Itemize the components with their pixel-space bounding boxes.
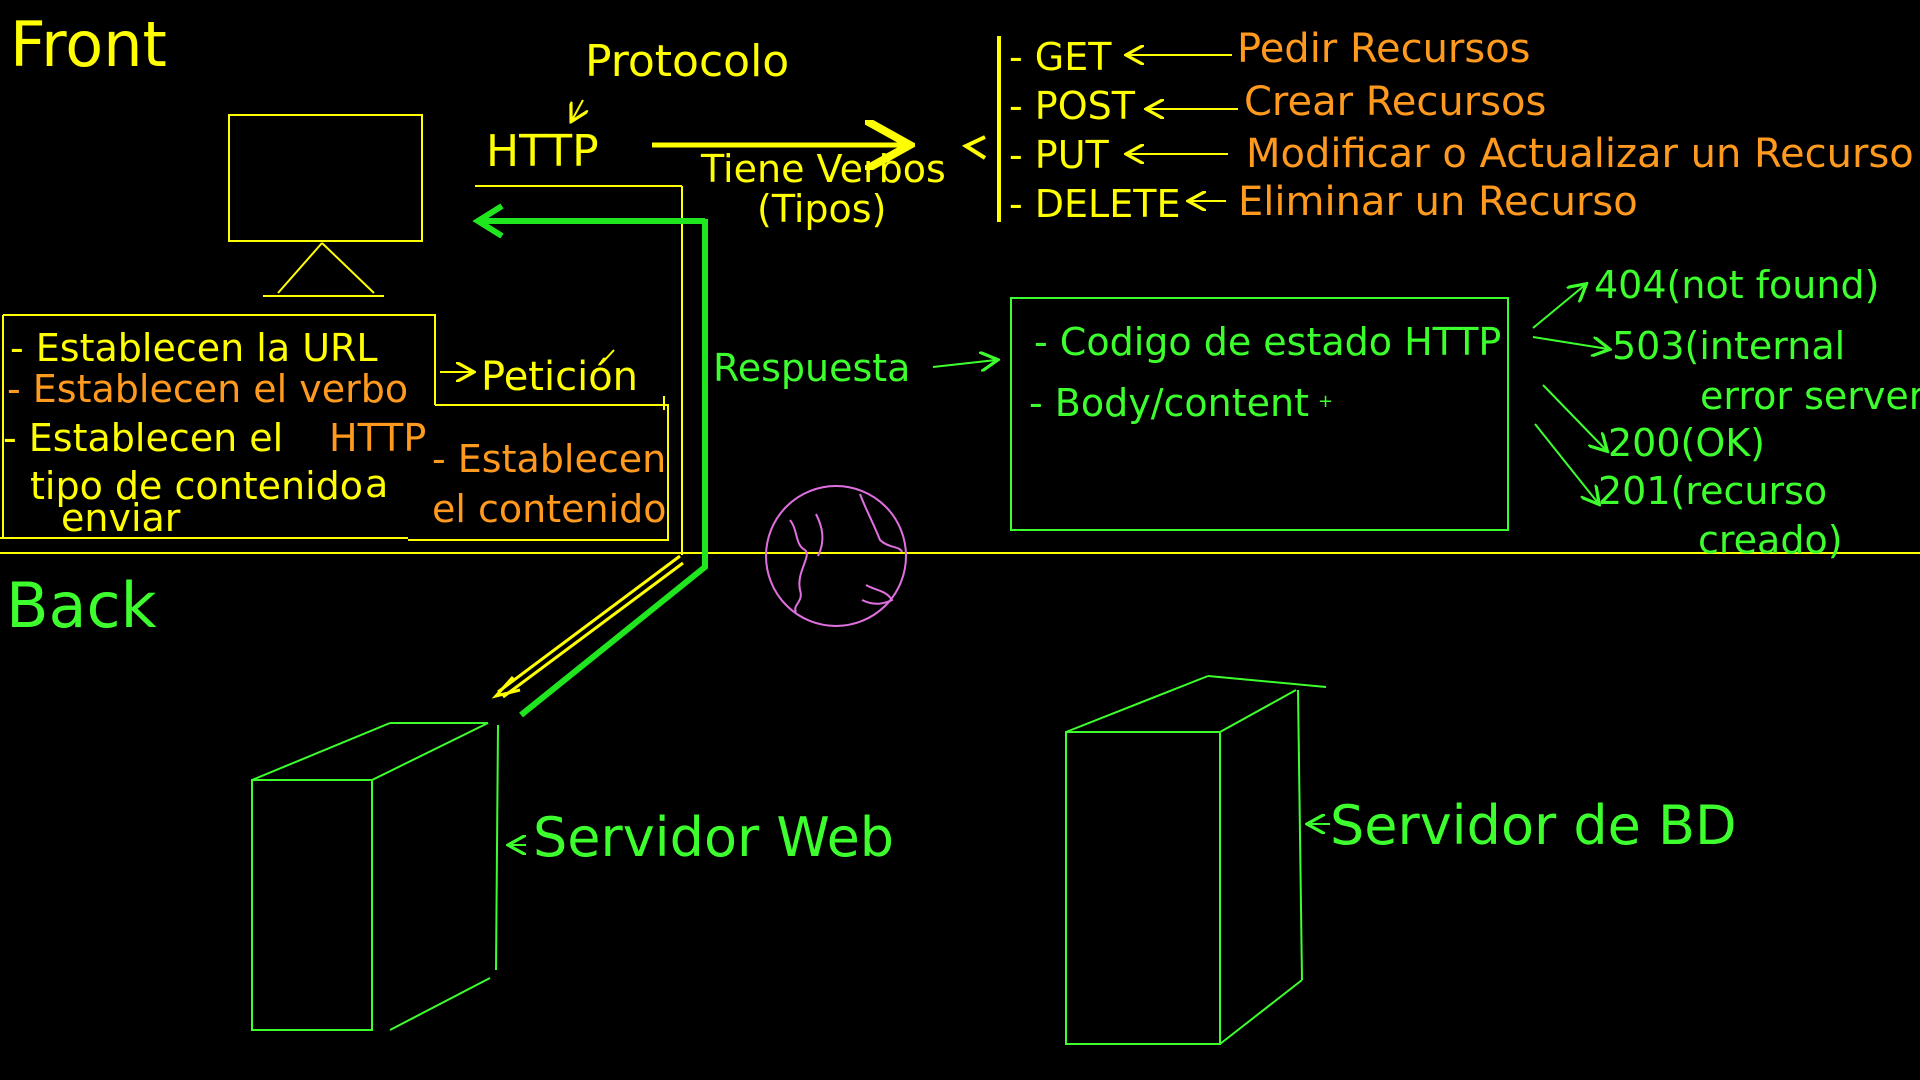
status-503-line1: 503(internal — [1612, 324, 1846, 368]
db-server-label: Servidor de BD — [1330, 794, 1737, 857]
request-line-verb: - Establecen el verbo — [7, 367, 409, 411]
response-plus: + — [1318, 391, 1334, 412]
response-body-line: - Body/content — [1029, 381, 1310, 425]
verb-put-meaning: Modificar o Actualizar un Recurso — [1246, 131, 1914, 177]
verb-arrows — [1128, 55, 1238, 201]
verb-post-meaning: Crear Recursos — [1244, 79, 1547, 125]
peticion-label: Petición — [481, 354, 639, 400]
request-arrow-to-server — [491, 554, 684, 699]
status-404: 404(not found) — [1594, 263, 1880, 307]
request-line-type-a: a — [365, 462, 389, 506]
http-underline — [475, 185, 683, 555]
web-server-label: Servidor Web — [533, 806, 895, 869]
request-content-2: el contenido — [432, 487, 667, 531]
status-503-line2: error server) — [1700, 374, 1920, 418]
verb-delete: - DELETE — [1009, 182, 1181, 226]
response-status-line: - Codigo de estado HTTP — [1034, 320, 1502, 364]
response-path — [472, 203, 708, 718]
verb-get-meaning: Pedir Recursos — [1237, 26, 1531, 72]
request-line-type-2: tipo de contenido — [30, 464, 364, 508]
front-section-title: Front — [10, 8, 167, 81]
verb-get: - GET — [1009, 35, 1112, 79]
request-line-url: - Establecen la URL — [10, 326, 378, 370]
verbs-label-line1: Tiene Verbos — [701, 147, 946, 191]
verb-put: - PUT — [1009, 133, 1109, 177]
request-line-type-1: - Establecen el — [3, 416, 284, 460]
monitor-icon — [228, 114, 423, 297]
protocol-label: Protocolo — [585, 36, 790, 87]
request-line-type-http: HTTP — [329, 416, 427, 460]
request-content-1: - Establecen — [432, 437, 667, 481]
respuesta-arrow — [932, 360, 996, 367]
verb-post: - POST — [1009, 84, 1135, 128]
request-line-type-3: enviar — [61, 496, 181, 540]
globe-icon — [765, 485, 907, 627]
status-arrows — [1532, 285, 1608, 503]
verbs-label-line2: (Tipos) — [757, 187, 887, 231]
respuesta-label: Respuesta — [713, 346, 911, 390]
http-label: HTTP — [486, 126, 599, 177]
request-boxes — [0, 314, 669, 541]
web-server-icon — [251, 722, 499, 1031]
status-201-line1: 201(recurso — [1598, 469, 1828, 513]
db-server-icon — [1065, 675, 1327, 1045]
status-200: 200(OK) — [1608, 421, 1766, 465]
verb-delete-meaning: Eliminar un Recurso — [1238, 179, 1638, 225]
verbs-bracket-arrow — [961, 135, 987, 160]
protocolo-arrow — [572, 99, 583, 120]
accent-mark — [601, 349, 615, 364]
back-section-title: Back — [6, 569, 157, 642]
response-box — [1010, 297, 1509, 531]
status-201-line2: creado) — [1698, 518, 1843, 562]
